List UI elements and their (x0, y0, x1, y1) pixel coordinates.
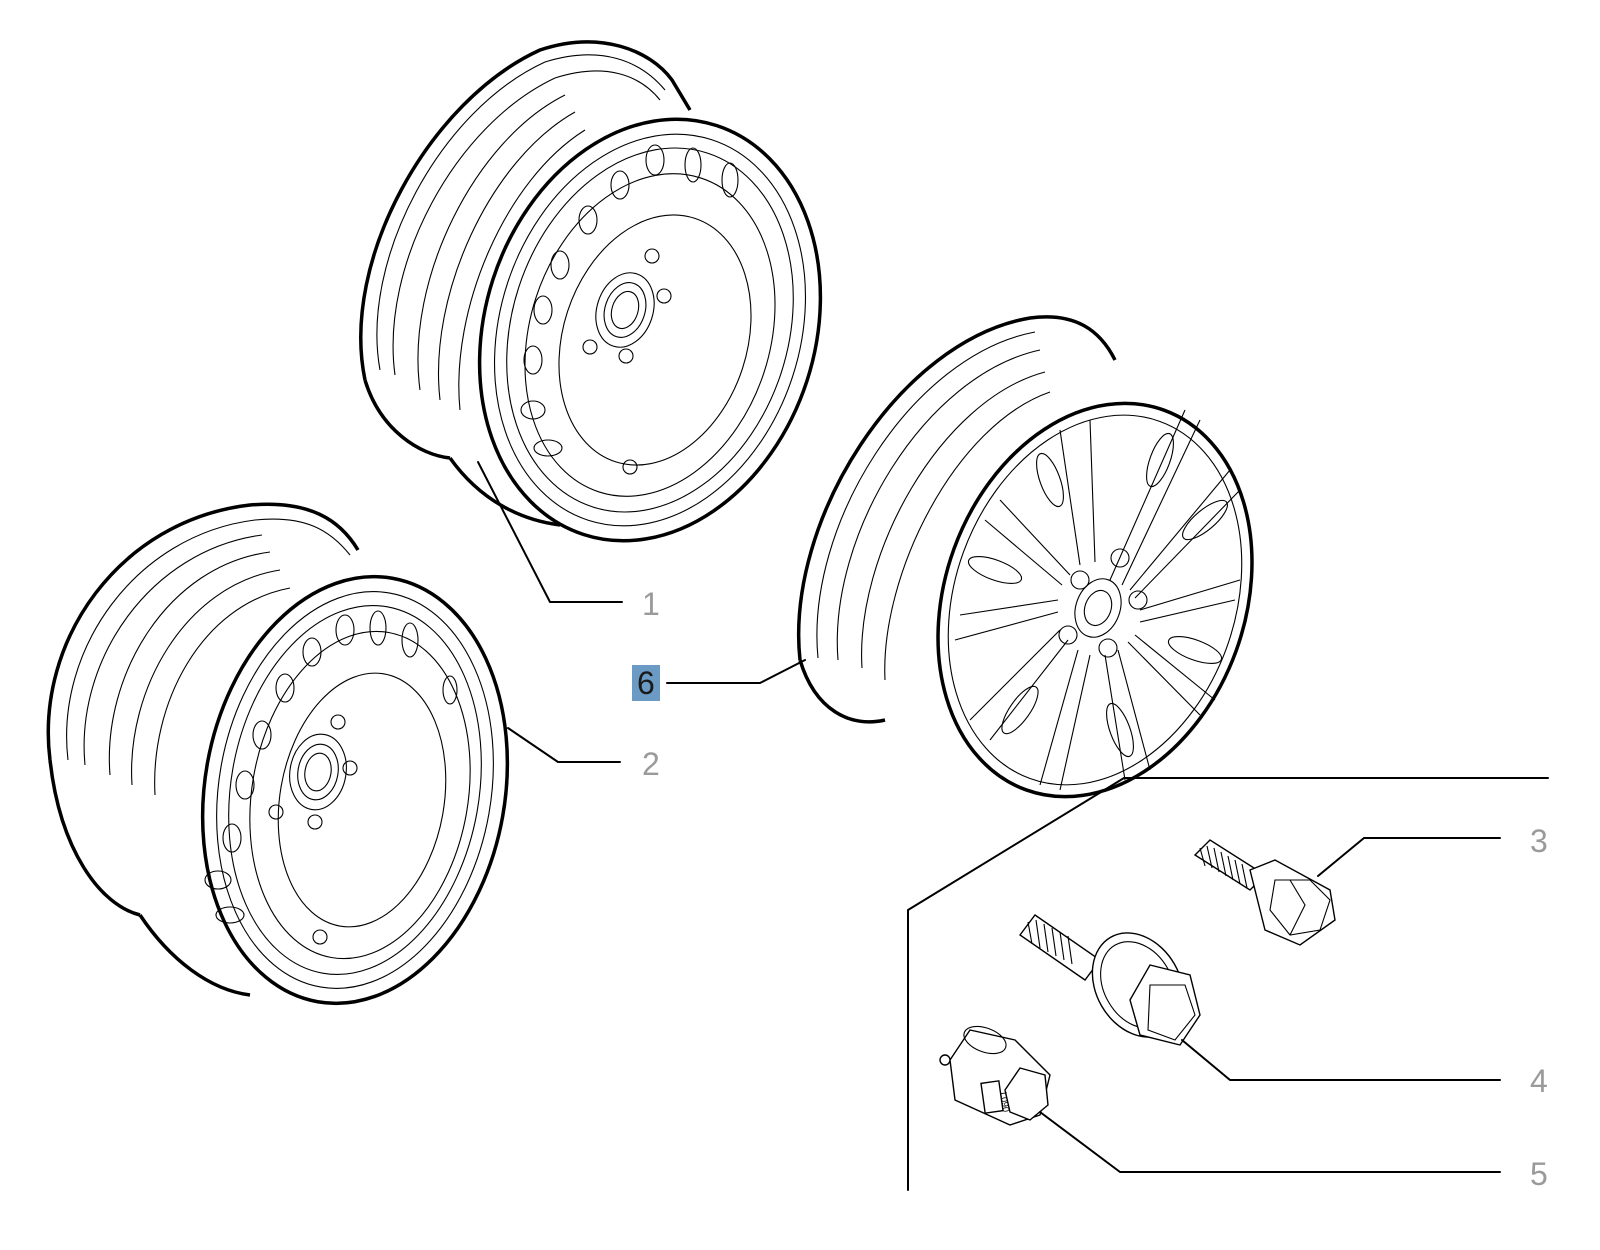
callout-label-2[interactable]: 2 (642, 746, 660, 782)
wheel-bolt-4[interactable] (1019, 914, 1202, 1054)
callout-label-6[interactable]: 6 (632, 665, 660, 701)
lock-key-adapter-5[interactable]: L090 (939, 1021, 1051, 1126)
callout-label-1[interactable]: 1 (642, 586, 660, 622)
callout-label-3[interactable]: 3 (1530, 823, 1548, 859)
steel-wheel-1[interactable] (359, 40, 874, 586)
callout-lines (477, 461, 1549, 1191)
callout-label-4[interactable]: 4 (1530, 1063, 1548, 1099)
wheel-bolt-3[interactable] (1193, 839, 1336, 946)
adapter-stamp: L090 (998, 1091, 1011, 1112)
alloy-wheel-6[interactable] (797, 315, 1305, 841)
steel-wheel-2[interactable] (46, 502, 540, 1028)
callout-label-5[interactable]: 5 (1530, 1156, 1548, 1192)
